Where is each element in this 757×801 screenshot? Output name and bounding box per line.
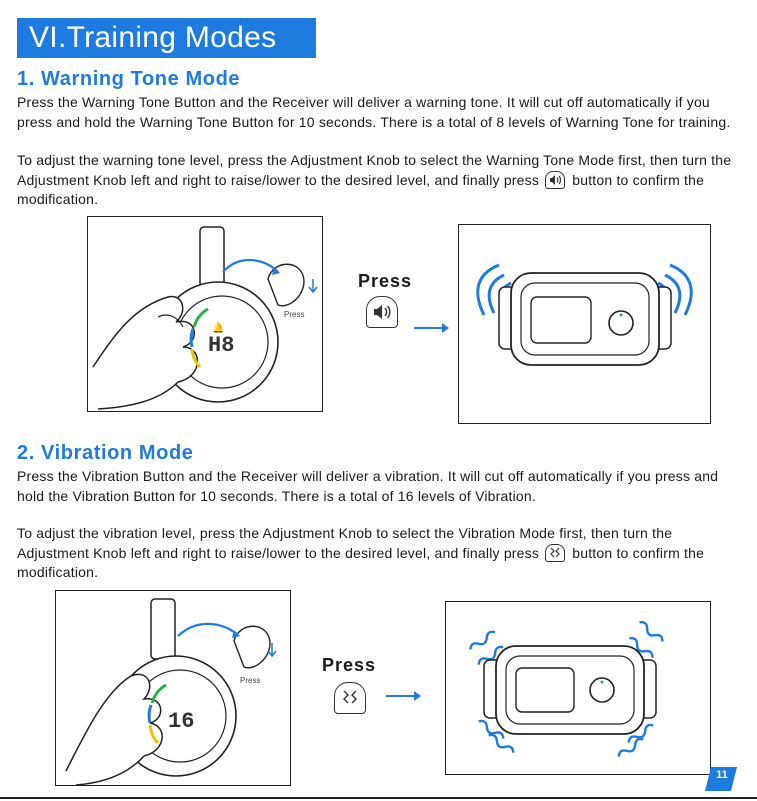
speaker-icon: [374, 305, 391, 319]
small-press-label-2: Press: [240, 676, 260, 685]
receiver-illustration-1: [458, 224, 711, 424]
vibration-paragraph-1: Press the Vibration Button and the Recei…: [17, 468, 719, 504]
small-press-label: Press: [284, 310, 304, 319]
vibration-heading: 2. Vibration Mode: [17, 442, 194, 464]
page-number-badge: [705, 767, 737, 791]
press-label-2: Press: [322, 655, 377, 675]
display-digits: H8: [208, 333, 234, 358]
warning-tone-heading: 1. Warning Tone Mode: [17, 68, 241, 90]
warning-tone-paragraph-2: To adjust the warning tone level, press …: [17, 151, 737, 210]
transmitter-hand-drawing-2: 16 Press: [65, 598, 277, 786]
receiver-vibrating-drawing: [469, 620, 664, 757]
speaker-icon: [545, 170, 566, 189]
vibration-icon: [343, 690, 357, 704]
warning-tone-paragraph-2-start: To adjust the warning tone level, press …: [17, 152, 732, 188]
display-digits-2: 16: [168, 709, 194, 734]
transmitter-illustration-1: H8 🔔 Press: [87, 216, 323, 412]
svg-text:🔔: 🔔: [212, 322, 224, 334]
warning-tone-paragraph-2-end: button to confirm the modification.: [17, 171, 705, 208]
transmitter-hand-drawing: H8 🔔 Press: [92, 226, 318, 410]
vibration-button-illustration: [334, 682, 366, 714]
vibration-paragraph-2: To adjust the vibration level, press the…: [17, 524, 737, 583]
vibration-paragraph-2-start: To adjust the vibration level, press the…: [17, 525, 673, 561]
vibration-paragraph-2-end: button to confirm the modification.: [17, 544, 705, 581]
receiver-drawing: [476, 263, 693, 366]
vibration-icon: [545, 543, 566, 562]
footer-rule: [0, 797, 757, 799]
warning-tone-paragraph-1: Press the Warning Tone Button and the Re…: [17, 94, 731, 130]
warning-tone-button-illustration: [366, 296, 398, 328]
section-title-banner: VI.Training Modes: [17, 18, 316, 58]
arrow-right-icon: [386, 691, 421, 701]
page-number: 11: [716, 769, 728, 781]
receiver-illustration-2: [445, 601, 711, 775]
transmitter-illustration-2: 16 Press: [55, 590, 291, 786]
press-label-1: Press: [358, 271, 413, 291]
arrow-right-icon: [414, 323, 449, 333]
section-title: VI.Training Modes: [29, 21, 277, 54]
